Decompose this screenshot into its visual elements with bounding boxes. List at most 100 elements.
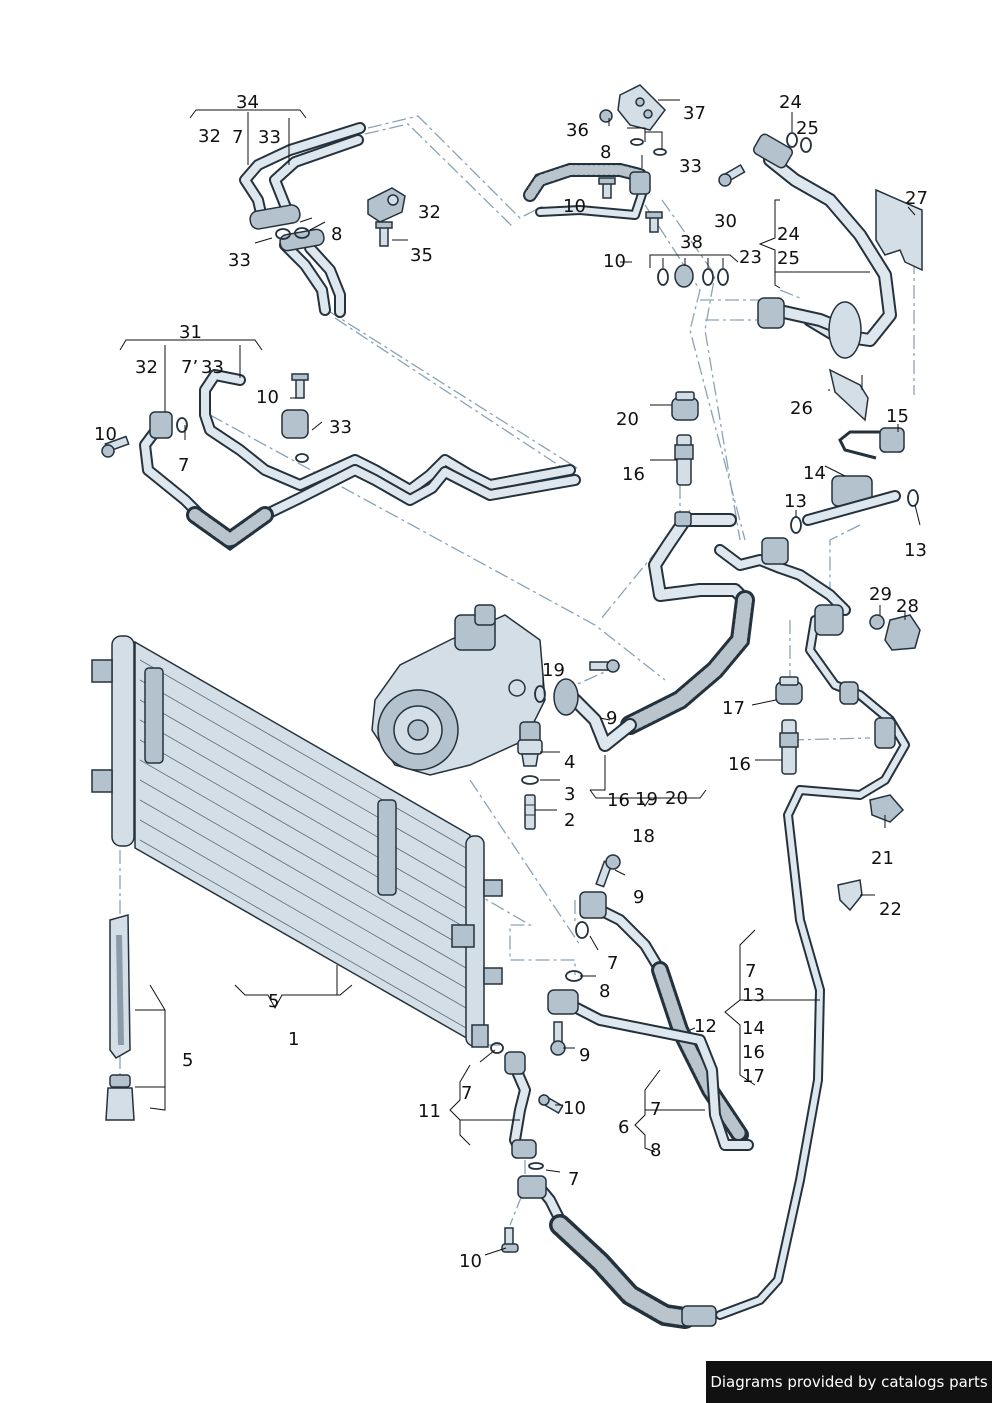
label-12: 12 [694,1016,717,1037]
seal-ring-3 [521,775,539,785]
label-9: 9 [579,1045,590,1066]
nut-29 [869,614,885,630]
label-31: 31 [179,322,202,343]
bolt-10e [538,1094,564,1114]
line-assembly-12 [547,891,754,1151]
label-14: 14 [742,1018,765,1039]
seal-ring-7c [176,417,188,433]
condenser-right-clip [451,924,475,948]
label-15: 15 [886,406,909,427]
label-19: 19 [635,789,658,810]
label-14: 14 [803,463,826,484]
label-6: 6 [618,1117,629,1138]
seal-ring-33b [653,148,667,156]
label-25: 25 [777,248,800,269]
pipe-clamp-32 [367,187,406,223]
label-33: 33 [258,127,281,148]
pipe-holder-21 [869,794,905,823]
label-2: 2 [564,810,575,831]
label-10: 10 [256,387,279,408]
label-25: 25 [796,118,819,139]
label-35: 35 [410,245,433,266]
label-24: 24 [777,224,800,245]
label-7: 7 [607,953,618,974]
seal-set-38 [657,264,729,288]
bolt-10c [291,373,309,399]
compressor [371,604,546,776]
dryer-plug [105,1074,135,1121]
pressure-line-13 [714,537,910,1320]
label-7: 7 [178,455,189,476]
label-17: 17 [722,698,745,719]
label-33: 33 [228,250,251,271]
seal-ring-8b [630,138,644,146]
label-33: 33 [329,417,352,438]
label-32: 32 [418,202,441,223]
label-24: 24 [779,92,802,113]
label-9: 9 [606,708,617,729]
label-9: 9 [633,887,644,908]
mounting-plate-37 [617,84,666,131]
label-10: 10 [563,1098,586,1119]
label-10: 10 [94,424,117,445]
label-7: 7 [568,1169,579,1190]
bolt-10f [501,1227,519,1253]
line-assembly-24-25 [752,133,897,359]
condenser-fins [139,659,467,1029]
bolt-30 [718,164,746,187]
bolt-9a [589,659,620,673]
label-10: 10 [459,1251,482,1272]
label-7: 7 [650,1099,661,1120]
service-valve-cap-17 [775,676,803,705]
label-33: 33 [679,156,702,177]
condenser-side-mount-mid [377,799,397,896]
label-22: 22 [879,899,902,920]
seal-ring-13a [790,516,802,534]
condenser-assembly [91,635,503,1048]
label-32: 32 [198,126,221,147]
label-7: 7 [461,1083,472,1104]
label-19: 19 [542,660,565,681]
label-5: 5 [182,1050,193,1071]
label-27: 27 [905,188,928,209]
seal-ring-33a [275,228,291,240]
label-5: 5 [268,991,279,1012]
leader-lines [119,99,921,1256]
label-13: 13 [904,540,927,561]
label-8: 8 [599,981,610,1002]
label-16: 16 [728,754,751,775]
label-36: 36 [566,120,589,141]
line-assembly-11 [504,1051,537,1159]
label-26: 26 [790,398,813,419]
label-30: 30 [714,211,737,232]
nut-36 [599,109,613,123]
label-33: 33 [201,357,224,378]
condenser-side-mount-left [144,667,164,764]
seal-ring-7d [575,921,589,939]
pressure-switch [517,721,543,767]
bolt-10b [645,211,663,233]
label-34: 34 [236,92,259,113]
label-8: 8 [600,142,611,163]
label-17: 17 [742,1066,765,1087]
condenser-left-bracket-top [91,659,113,683]
pipe-clip-22 [837,879,863,912]
condenser-outlet-flange [471,1024,489,1048]
label-7-prime: 7’ [181,357,198,378]
seal-ring-8c [565,970,583,982]
label-3: 3 [564,784,575,805]
label-21: 21 [871,848,894,869]
seal-ring-33e [295,453,309,463]
label-16: 16 [622,464,645,485]
condenser-left-bracket-bottom [91,769,113,793]
label-16: 16 [742,1042,765,1063]
label-4: 4 [564,752,575,773]
label-7: 7 [745,961,756,982]
condenser-right-bracket-low [483,967,503,985]
label-37: 37 [683,103,706,124]
label-29: 29 [869,584,892,605]
label-20: 20 [665,788,688,809]
seal-ring-7h [528,1162,544,1170]
seal-ring-8a [294,227,310,239]
